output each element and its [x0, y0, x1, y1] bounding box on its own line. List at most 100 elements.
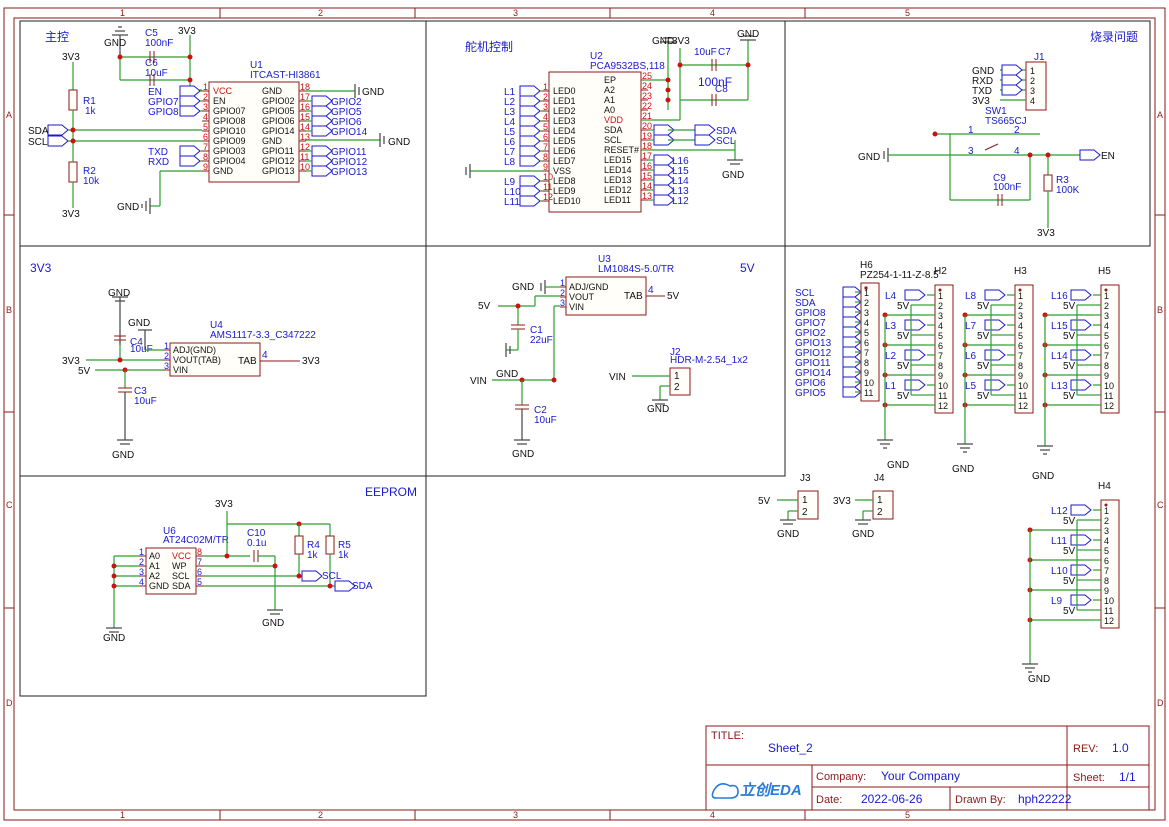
u4-pin-1: 1: [164, 341, 169, 351]
h4-pin-8: 8: [1104, 576, 1109, 586]
h2-pin-4: 4: [938, 321, 943, 331]
frame-col-bottom-5: 5: [905, 810, 910, 820]
u1-pinname-11: GPIO12: [262, 156, 295, 166]
u1-pin-15: 15: [300, 112, 310, 122]
u3-pinname-3: VIN: [569, 302, 584, 312]
u2-pin-14: 14: [642, 181, 652, 191]
h5-signal-1: L15: [1051, 321, 1068, 332]
u2-net-right-10: L14: [672, 176, 689, 187]
net-en-flash: EN: [1101, 151, 1115, 162]
u2-pinname-24: A2: [604, 85, 615, 95]
section-servo-title: 舵机控制: [465, 39, 513, 54]
h4-signal-1: L11: [1051, 536, 1067, 547]
sw1-pin2: 2: [1014, 125, 1020, 136]
u1-net-right-6: GPIO11: [331, 147, 367, 158]
h6-pin-10: 10: [864, 378, 874, 388]
h3-5v-0: 5V: [977, 301, 990, 312]
j1-net-0: GND: [972, 66, 994, 77]
u1-pin-16: 16: [300, 102, 310, 112]
h2-signal-0: L4: [885, 291, 897, 302]
u6-pinname-6: SCL: [172, 571, 190, 581]
u1-net-right-2: GPIO5: [331, 107, 362, 118]
r1-ref: R1: [83, 96, 96, 107]
eda-logo-text: 立创EDA: [740, 781, 802, 799]
gnd-label-u1-13: GND: [388, 137, 410, 148]
frame-col-bottom-1: 1: [120, 810, 125, 820]
h3-5v-3: 5V: [977, 391, 990, 402]
u6-pinname-8: VCC: [172, 551, 192, 561]
u6-pin-5: 5: [197, 577, 202, 587]
gnd-label-u4-c: GND: [112, 450, 134, 461]
h6-net-0: SCL: [795, 288, 815, 299]
u2-pin-8: 8: [543, 152, 548, 162]
net-sda-main: SDA: [28, 126, 49, 137]
u6-pinname-4: GND: [149, 581, 170, 591]
h6-net-4: GPIO2: [795, 328, 826, 339]
u6-pinname-2: A1: [149, 561, 160, 571]
h3-ref: H3: [1014, 266, 1027, 277]
u2-pin-9: 9: [543, 162, 548, 172]
section-flash-title: 烧录问题: [1090, 30, 1138, 44]
u2-net-right-12: L12: [672, 196, 689, 207]
h6-pin-2: 2: [864, 298, 869, 308]
h3-5v-2: 5V: [977, 361, 990, 372]
h6-ref: H6: [860, 260, 873, 271]
u1-pin-6: 6: [203, 132, 208, 142]
c5-value: 100nF: [145, 38, 173, 49]
u1-pin-14: 14: [300, 122, 310, 132]
h2-pin-2: 2: [938, 301, 943, 311]
r4-ref: R4: [307, 540, 320, 551]
u2-pinname-12: LED10: [553, 196, 581, 206]
h4-body: [1100, 499, 1120, 629]
net-sda-eeprom: SDA: [352, 581, 373, 592]
u2-pinname-18: RESET#: [604, 145, 639, 155]
frame-col-top-5: 5: [905, 8, 910, 18]
gnd-label-c7: GND: [737, 29, 759, 40]
section-main-title: 主控: [45, 30, 69, 44]
c7-ref: C7: [718, 47, 731, 58]
u2-net-right-5: SDA: [716, 126, 737, 137]
h3-signal-1: L7: [965, 321, 977, 332]
r1-value: 1k: [85, 106, 97, 117]
r5-value: 1k: [338, 550, 350, 561]
u2-net-left-6: L7: [504, 147, 516, 158]
c5-ref: C5: [145, 28, 158, 39]
u1-pin-13: 13: [300, 132, 310, 142]
j3-ref: J3: [800, 473, 811, 484]
j1-net-2: TXD: [972, 86, 992, 97]
h2-pin-3: 3: [938, 311, 943, 321]
u2-value: PCA9532BS,118: [590, 61, 665, 72]
net-5v-u3: 5V: [478, 301, 491, 312]
j1-ref: J1: [1034, 52, 1045, 63]
net-3v3-flash: 3V3: [1037, 228, 1055, 239]
h5-pin-1: 1: [1104, 291, 1109, 301]
h6-pin-11: 11: [864, 388, 873, 398]
gnd-label-u3-b: GND: [496, 369, 518, 380]
u2-net-left-3: L4: [504, 117, 516, 128]
u2-pin-24: 24: [642, 81, 652, 91]
u1-pin-1: 1: [203, 82, 208, 92]
gnd-label-u6-b: GND: [262, 618, 284, 629]
j4-ref: J4: [874, 473, 885, 484]
u2-pinname-8: LED7: [553, 156, 576, 166]
h6-pin-6: 6: [864, 338, 869, 348]
u2-net-left-7: L8: [504, 157, 516, 168]
u2-pin-12: 12: [543, 192, 553, 202]
j1-pin-1: 1: [1030, 66, 1035, 76]
h3-signal-3: L5: [965, 381, 977, 392]
u3-pinname-2: VOUT: [569, 292, 595, 302]
gnd-label-u4-a: GND: [108, 288, 130, 299]
h3-pin-2: 2: [1018, 301, 1023, 311]
h5-pin-10: 10: [1104, 381, 1114, 391]
gnd-label-u6-a: GND: [103, 633, 125, 644]
h3-pin-4: 4: [1018, 321, 1023, 331]
rev-value: 1.0: [1112, 741, 1129, 755]
j2-value: HDR-M-2.54_1x2: [670, 355, 748, 366]
c10-value: 0.1u: [247, 538, 266, 549]
h6-value: PZ254-1-11-Z-8.5: [860, 270, 939, 281]
u6-pin-3: 3: [139, 567, 144, 577]
u1-pinname-15: GPIO06: [262, 116, 295, 126]
